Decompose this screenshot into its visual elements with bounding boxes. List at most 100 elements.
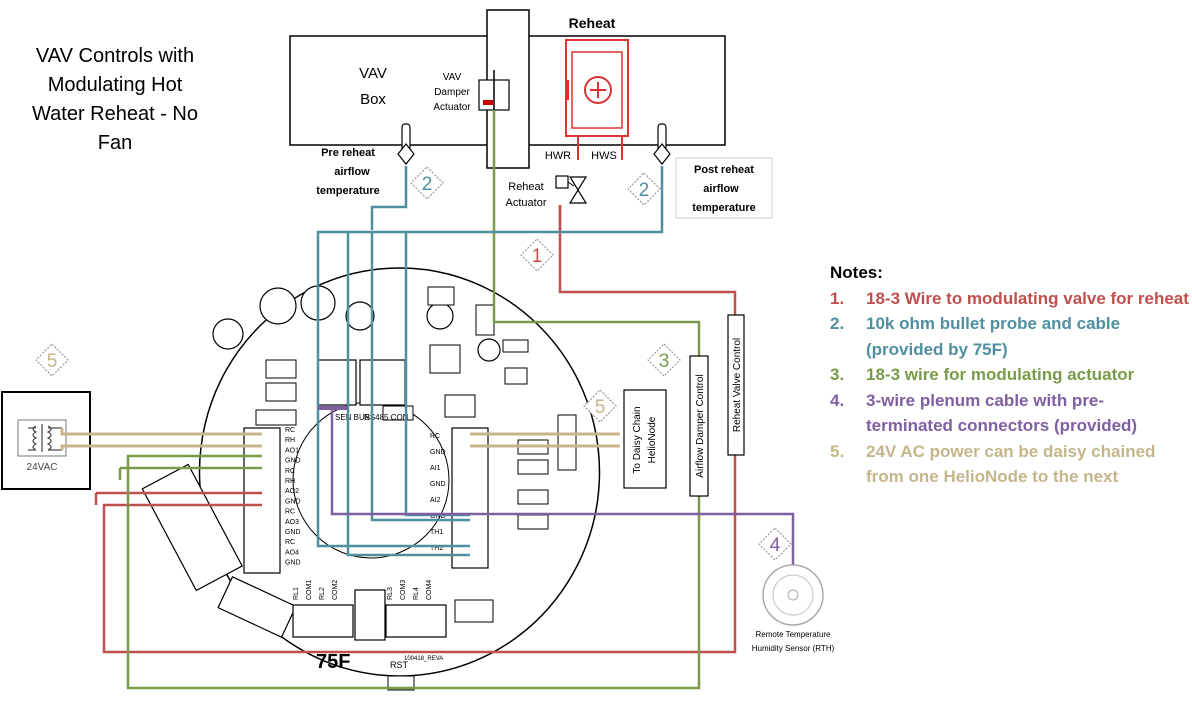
airflow-damper-box xyxy=(689,355,709,497)
notes-panel: Notes: 1. 18-3 Wire to modulating valve f… xyxy=(830,260,1190,490)
reheat-valve-box xyxy=(727,314,745,456)
transformer-icon xyxy=(28,424,62,452)
hws-label: HWS xyxy=(591,150,617,162)
airflow-damper-label: Airflow Damper Control xyxy=(695,374,706,477)
right-terminal-3: AI1 xyxy=(430,465,441,472)
remote-sensor-label-2: Humidity Sensor (RTH) xyxy=(752,644,835,653)
left-terminal-7: AO2 xyxy=(285,488,299,495)
pre-reheat-label-1: Pre reheat xyxy=(321,147,375,159)
note-item-2: 2. 10k ohm bullet probe and cable (provid… xyxy=(830,311,1190,362)
badge-number-7: 5 xyxy=(595,397,606,418)
wire-red-reheat xyxy=(94,205,737,654)
relay-labels: RL1 COM1 RL2 COM2 RL3 COM3 RL4 COM4 xyxy=(293,580,433,600)
note-text-4: 3-wire plenum cable with pre-terminated … xyxy=(866,390,1138,436)
board-rst: RST xyxy=(390,660,409,670)
daisy-chain-label-2: HelioNode xyxy=(647,416,658,463)
pre-reheat-label-2: airflow xyxy=(334,166,370,178)
transformer-box xyxy=(1,391,91,490)
board-id: 100418_REVA xyxy=(404,656,443,662)
badge-number-1: 1 xyxy=(532,246,543,267)
left-terminal-1: RC xyxy=(285,427,295,434)
diagram-title: VAV Controls with Modulating Hot Water R… xyxy=(10,42,220,158)
remote-sensor-label-1: Remote Temperature xyxy=(756,630,832,639)
reheat-actuator-label-1: Reheat xyxy=(508,181,543,193)
left-terminal-2: RH xyxy=(285,437,295,444)
relay-label-1: RL1 xyxy=(293,587,300,600)
post-reheat-label-2: airflow xyxy=(703,183,739,195)
vav-box-label-2: Box xyxy=(360,91,386,108)
left-terminal-8: GND xyxy=(285,498,301,505)
title-line-2: Modulating Hot xyxy=(47,74,183,96)
post-reheat-label-1: Post reheat xyxy=(694,164,754,176)
post-reheat-probe-icon xyxy=(653,123,671,165)
reheat-coil-icon xyxy=(565,39,629,160)
vav-box-label-1: VAV xyxy=(359,65,387,82)
notes-header: Notes: xyxy=(830,263,883,282)
badge-number-2: 2 xyxy=(422,174,433,195)
badge-3: 2 xyxy=(627,172,661,206)
relay-label-6: COM3 xyxy=(400,580,407,600)
daisy-chain-box xyxy=(623,389,667,489)
badge-6: 5 xyxy=(35,343,69,377)
right-terminal-4: GND xyxy=(430,481,446,488)
relay-label-7: RL4 xyxy=(413,587,420,600)
relay-label-5: RL3 xyxy=(387,587,394,600)
relay-label-3: RL2 xyxy=(319,587,326,600)
board-rs485: RS485 CON xyxy=(364,413,409,422)
relay-label-8: COM4 xyxy=(426,580,433,600)
note-item-4: 4.3-wire plenum cable with pre-terminate… xyxy=(830,388,1190,439)
number-badges: 1 2 2 3 4 5 5 xyxy=(35,166,792,561)
note-item-1: 1. 18-3 Wire to modulating valve for rehe… xyxy=(830,286,1190,312)
badge-number-4: 3 xyxy=(659,351,670,372)
reheat-valve-icon xyxy=(555,175,588,204)
wire-green-damper xyxy=(118,110,701,690)
note-num-2: 2. xyxy=(830,314,845,333)
pre-reheat-label-3: temperature xyxy=(316,185,380,197)
note-text-2: 10k ohm bullet probe and cable (provided… xyxy=(866,314,1121,359)
note-text-1: 18-3 Wire to modulating valve for reheat xyxy=(866,288,1189,308)
reheat-label: Reheat xyxy=(569,15,616,31)
damper-actuator-icon xyxy=(478,70,510,130)
title-line-4: Fan xyxy=(97,132,133,154)
badge-1: 1 xyxy=(520,238,554,272)
transformer-label: 24VAC xyxy=(27,462,58,473)
badge-number-6: 5 xyxy=(47,351,58,372)
right-terminal-6: GND xyxy=(430,513,446,520)
left-terminal-4: GND xyxy=(285,458,301,465)
badge-5: 4 xyxy=(758,527,792,561)
wire-purple-sensor xyxy=(318,406,795,568)
right-terminal-2: GND xyxy=(430,449,446,456)
relay-label-2: COM1 xyxy=(306,580,313,600)
left-terminal-5: RC xyxy=(285,468,295,475)
note-num-3: 3. xyxy=(830,365,845,384)
note-text-5: 24V AC power can be daisy chained from o… xyxy=(866,441,1156,487)
left-terminal-6: RH xyxy=(285,478,295,485)
heliodnode-board xyxy=(141,267,601,691)
badge-7: 5 xyxy=(583,389,617,423)
title-line-3: Water Reheat - No xyxy=(32,103,198,125)
left-terminal-14: GND xyxy=(285,560,301,567)
right-terminal-8: TH2 xyxy=(430,545,443,552)
note-item-3: 3.18-3 wire for modulating actuator xyxy=(830,362,1190,388)
note-item-5: 5.24V AC power can be daisy chained from… xyxy=(830,439,1190,490)
left-terminal-13: AO4 xyxy=(285,549,299,556)
damper-actuator-label-3: Actuator xyxy=(433,102,471,113)
badge-4: 3 xyxy=(647,343,681,377)
board-brand: 75F xyxy=(316,651,350,673)
badge-2: 2 xyxy=(410,166,444,200)
damper-actuator-label-2: Damper xyxy=(434,87,470,98)
badge-number-3: 2 xyxy=(639,180,650,201)
pre-reheat-probe-icon xyxy=(397,123,415,165)
relay-label-4: COM2 xyxy=(332,580,339,600)
title-line-1: VAV Controls with xyxy=(35,45,195,67)
right-terminal-7: TH1 xyxy=(430,529,443,536)
right-terminal-1: RC xyxy=(430,433,440,440)
note-num-1: 1. xyxy=(830,288,845,308)
right-terminal-5: AI2 xyxy=(430,497,441,504)
left-terminal-10: AO3 xyxy=(285,519,299,526)
left-terminal-9: RC xyxy=(285,509,295,516)
post-reheat-label-3: temperature xyxy=(692,202,756,214)
badge-number-5: 4 xyxy=(770,535,781,556)
